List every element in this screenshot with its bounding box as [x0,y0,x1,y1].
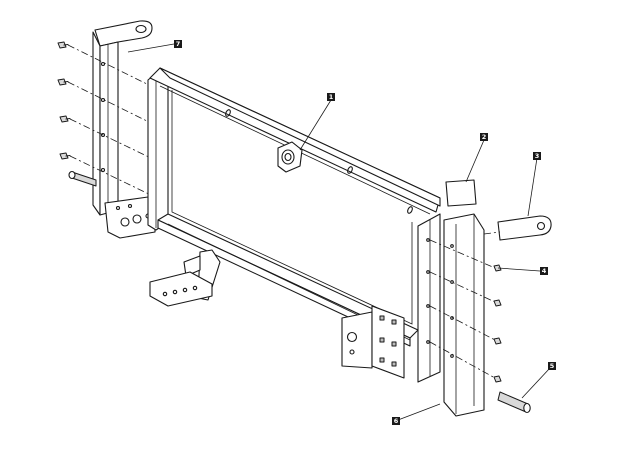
callout-2: 2 [480,133,488,141]
callout-3: 3 [533,152,541,160]
callout-1: 1 [327,93,335,101]
bolt [493,375,502,383]
bolt [59,115,71,123]
leader-lines [127,43,551,421]
right-upright-channel [443,213,485,417]
callout-4: 4 [540,267,548,275]
bolt [493,299,502,307]
bolt [57,78,69,86]
bolt [57,41,69,49]
left-alignment-lines [67,44,156,198]
bolt [59,152,71,160]
callout-5: 5 [548,362,556,370]
lower-hitch-bracket [149,249,221,307]
bolt [493,337,502,345]
link-plate [497,215,552,241]
right-pin [497,391,531,414]
left-upright-bracket [92,20,156,239]
callout-7: 7 [174,40,182,48]
svg-text:4: 4 [542,267,547,275]
svg-text:2: 2 [482,133,487,141]
right-mounting-plate [341,305,405,379]
right-bolts [493,264,502,383]
main-frame [147,67,441,383]
left-bolts [57,41,71,160]
svg-text:3: 3 [535,152,540,160]
spacer-plate [445,179,477,207]
svg-text:6: 6 [394,417,399,425]
center-collar [277,141,303,173]
bolt [493,264,502,272]
callout-6: 6 [392,417,400,425]
svg-text:5: 5 [550,362,555,370]
svg-text:7: 7 [176,40,181,48]
svg-text:1: 1 [329,93,334,101]
left-pin [68,170,97,187]
right-alignment-lines [429,231,501,379]
